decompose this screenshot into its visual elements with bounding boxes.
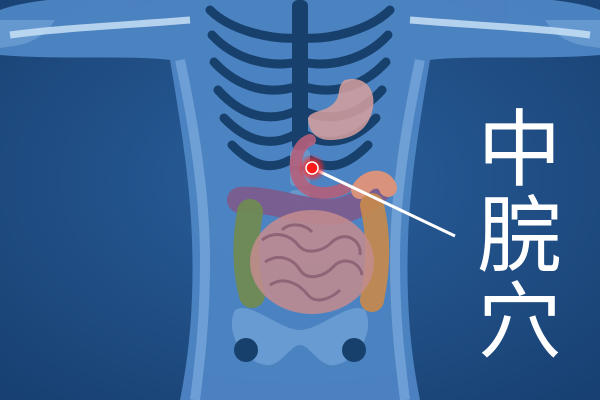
pelvis: [231, 307, 369, 366]
stomach: [308, 79, 374, 140]
arm-bones: [9, 16, 591, 39]
acupoint-name: 中脘穴: [464, 105, 562, 363]
body-edge-right: [389, 58, 425, 400]
small-intestine: [250, 210, 374, 314]
acupoint-marker-icon: [298, 154, 326, 182]
colon-ascending: [233, 199, 265, 308]
body-edge-left: [175, 58, 211, 400]
hip-joints: [234, 338, 366, 362]
colon-descending: [360, 193, 390, 312]
sternum: [292, 0, 308, 150]
duodenum: [289, 134, 351, 199]
pointer-line: [311, 166, 456, 238]
colon-flexure: [351, 170, 397, 199]
